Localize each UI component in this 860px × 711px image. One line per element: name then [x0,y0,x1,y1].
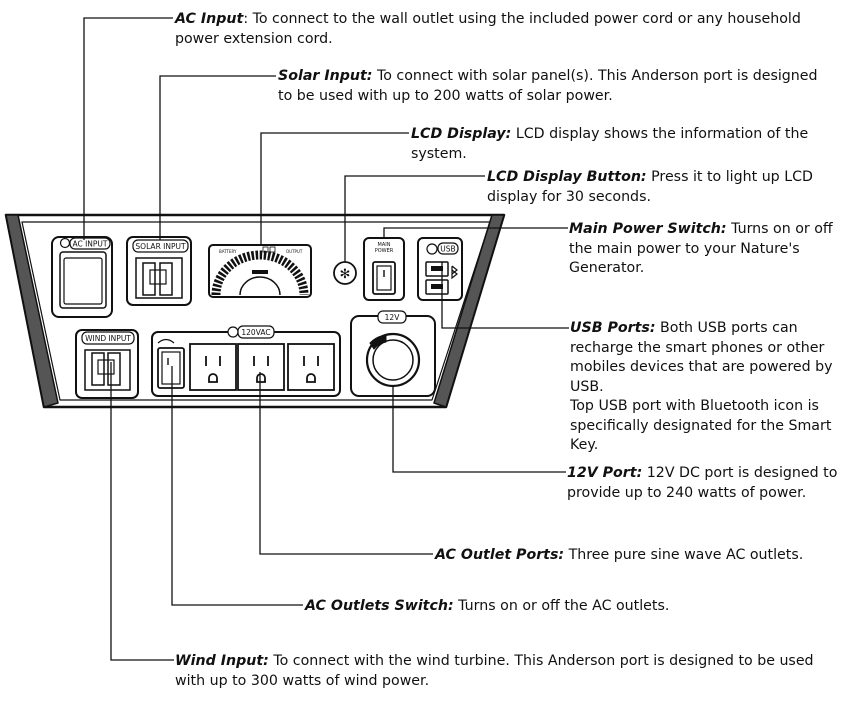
wind-input-label: WIND INPUT [85,334,131,343]
ac-input-port: AC INPUT [51,236,113,318]
callout-ac-switch: AC Outlets Switch: Turns on or off the A… [305,597,825,617]
callout-usb-ports: USB Ports: Both USB ports can recharge t… [570,319,854,456]
lcd-output-label: OUTPUT [286,249,303,254]
solar-input-label: SOLAR INPUT [135,242,186,251]
callout-desc: LCD display shows the information of the… [411,126,809,162]
callout-desc: To connect with solar panel(s). This And… [278,68,818,104]
callout-desc: Press it to light up LCD display for 30 … [487,169,813,205]
callout-term: LCD Display Button: [487,169,647,185]
ac-input-label: AC INPUT [72,240,107,249]
callout-ac-input: AC Input: To connect to the wall outlet … [175,10,815,49]
usb-label: USB [440,245,455,254]
callout-wind-input: Wind Input: To connect with the wind tur… [175,652,835,691]
callout-main-power: Main Power Switch: Turns on or off the m… [569,220,857,279]
wind-input-port: WIND INPUT [75,329,139,399]
callout-term: 12V Port: [567,465,643,481]
callout-term: AC Outlet Ports: [435,547,565,563]
callout-desc: Both USB ports can recharge the smart ph… [570,320,833,395]
callout-term: AC Outlets Switch: [305,598,454,614]
callout-desc-2: Top USB port with Bluetooth icon is spec… [570,398,832,453]
callout-term: AC Input [175,11,244,27]
lcd-display: BATTERY OUTPUT [208,244,312,298]
asterisk-icon: ✻ [340,267,351,282]
callout-term: Main Power Switch: [569,221,727,237]
callout-desc: Turns on or off the AC outlets. [453,598,670,614]
ac-outlet-label: 120VAC [241,328,270,337]
callout-desc: Three pure sine wave AC outlets. [564,547,804,563]
dc-12v-label: 12V [385,313,401,322]
callout-desc: : To connect to the wall outlet using th… [175,11,801,47]
callout-lcd-display: LCD Display: LCD display shows the infor… [411,125,856,164]
callout-term: Solar Input: [278,68,373,84]
ac-outlets: 120VAC [151,325,341,397]
callout-term: Wind Input: [175,653,269,669]
callout-term: USB Ports: [570,320,656,336]
usb-ports: USB [417,237,463,301]
callout-solar-input: Solar Input: To connect with solar panel… [278,67,833,106]
leader-lines [83,17,569,661]
callout-desc: To connect with the wind turbine. This A… [175,653,814,689]
callout-term: LCD Display: [411,126,512,142]
callout-desc: Turns on or off the main power to your N… [569,221,833,276]
main-power-label-2: POWER [375,248,394,254]
callout-ac-outlets: AC Outlet Ports: Three pure sine wave AC… [435,546,855,566]
main-power-label-1: MAIN [378,242,391,248]
callout-12v-port: 12V Port: 12V DC port is designed to pro… [567,464,847,503]
solar-input-port: SOLAR INPUT [126,236,192,306]
lcd-battery-label: BATTERY [219,249,237,254]
callout-lcd-button: LCD Display Button: Press it to light up… [487,168,852,207]
bluetooth-icon [451,265,458,280]
callout-desc: 12V DC port is designed to provide up to… [567,465,838,501]
